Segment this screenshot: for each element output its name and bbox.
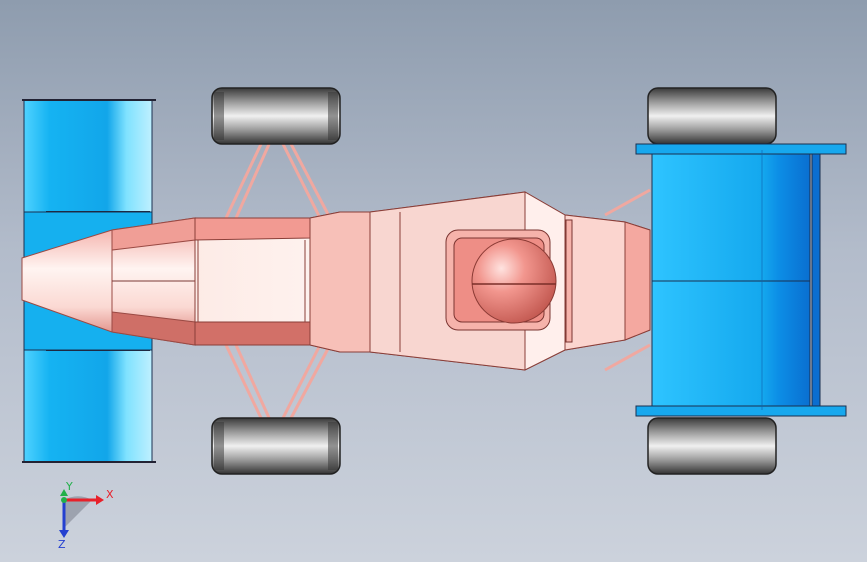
y-axis-label: Y xyxy=(65,480,73,493)
z-axis-label: Z xyxy=(58,538,66,550)
front-left-tire[interactable] xyxy=(211,87,341,145)
z-axis-arrowhead xyxy=(59,530,69,538)
rear-right-tire[interactable] xyxy=(647,417,777,475)
front-right-tire[interactable] xyxy=(211,417,341,475)
triad-plane-shadow xyxy=(64,496,92,528)
x-axis-arrowhead xyxy=(96,495,104,505)
front-suspension xyxy=(224,141,332,421)
rear-left-tire[interactable] xyxy=(647,87,777,145)
x-axis-label: X xyxy=(106,488,114,501)
rear-wing[interactable] xyxy=(635,143,847,417)
chassis[interactable] xyxy=(194,191,651,371)
coordinate-triad: X Y Z xyxy=(44,480,124,551)
y-axis-arrowhead xyxy=(60,489,68,496)
driver-helmet[interactable] xyxy=(471,238,557,324)
arrow-up-icon xyxy=(61,497,67,503)
